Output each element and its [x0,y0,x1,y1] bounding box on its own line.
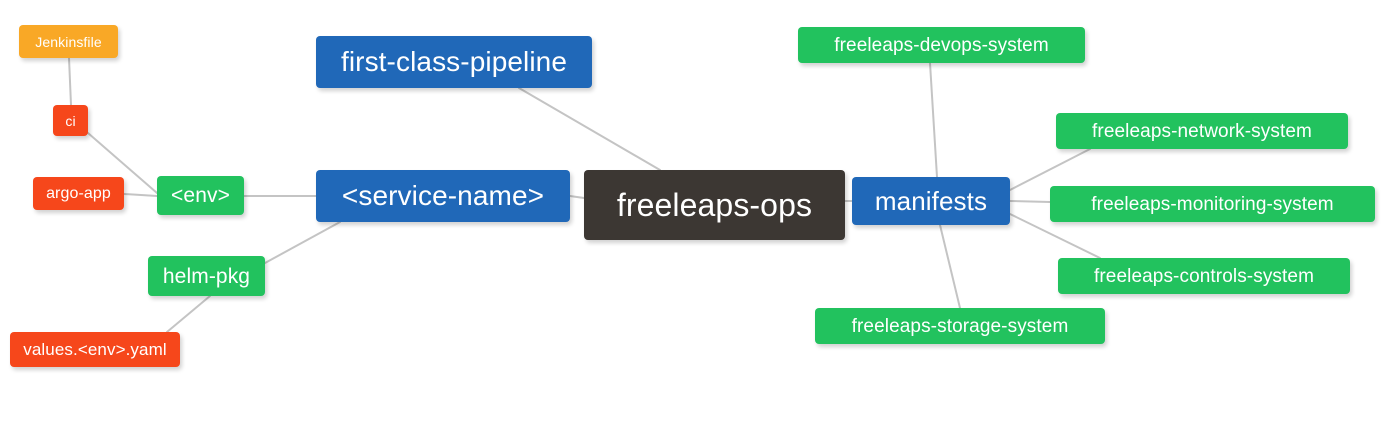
edge-service-name-to-freeleaps-ops [569,195,585,199]
node-freeleaps-ops[interactable]: freeleaps-ops [584,170,845,240]
edge-manifests-to-freeleaps-devops-system [929,62,938,178]
node-label-freeleaps-ops: freeleaps-ops [616,187,813,223]
node-env[interactable]: <env> [157,176,244,215]
node-freeleaps-devops-system[interactable]: freeleaps-devops-system [798,27,1085,63]
node-ci[interactable]: ci [53,105,88,136]
node-label-freeleaps-monitoring-system: freeleaps-monitoring-system [1091,193,1334,215]
node-label-freeleaps-controls-system: freeleaps-controls-system [1093,265,1315,287]
edge-manifests-to-freeleaps-storage-system [939,224,961,309]
node-label-jenkinsfile: Jenkinsfile [35,33,102,50]
node-label-ci: ci [65,112,76,129]
node-label-first-class-pipeline: first-class-pipeline [340,46,568,77]
node-label-freeleaps-storage-system: freeleaps-storage-system [851,315,1069,337]
node-label-values-env-yaml: values.<env>.yaml [23,340,167,359]
node-label-freeleaps-network-system: freeleaps-network-system [1092,120,1312,142]
node-label-argo-app: argo-app [46,184,111,202]
node-label-helm-pkg: helm-pkg [162,264,251,288]
edge-helm-pkg-to-service-name [264,221,341,264]
node-argo-app[interactable]: argo-app [33,177,124,210]
node-freeleaps-controls-system[interactable]: freeleaps-controls-system [1058,258,1350,294]
node-label-service-name: <service-name> [341,180,545,211]
node-manifests[interactable]: manifests [852,177,1010,225]
node-freeleaps-network-system[interactable]: freeleaps-network-system [1056,113,1348,149]
edge-manifests-to-freeleaps-monitoring-system [1009,200,1051,203]
node-service-name[interactable]: <service-name> [316,170,570,222]
edge-values-env-yaml-to-helm-pkg [166,295,211,333]
node-label-freeleaps-devops-system: freeleaps-devops-system [834,34,1049,56]
node-jenkinsfile[interactable]: Jenkinsfile [19,25,118,58]
node-label-env: <env> [171,184,230,207]
edge-first-class-pipeline-to-freeleaps-ops [518,87,661,171]
edge-argo-app-to-env [123,193,158,197]
edge-jenkinsfile-to-ci [68,57,72,106]
node-label-manifests: manifests [874,186,988,216]
node-helm-pkg[interactable]: helm-pkg [148,256,265,296]
node-first-class-pipeline[interactable]: first-class-pipeline [316,36,592,88]
node-freeleaps-storage-system[interactable]: freeleaps-storage-system [815,308,1105,344]
edge-manifests-to-freeleaps-network-system [1009,148,1091,191]
node-values-env-yaml[interactable]: values.<env>.yaml [10,332,180,367]
node-freeleaps-monitoring-system[interactable]: freeleaps-monitoring-system [1050,186,1375,222]
